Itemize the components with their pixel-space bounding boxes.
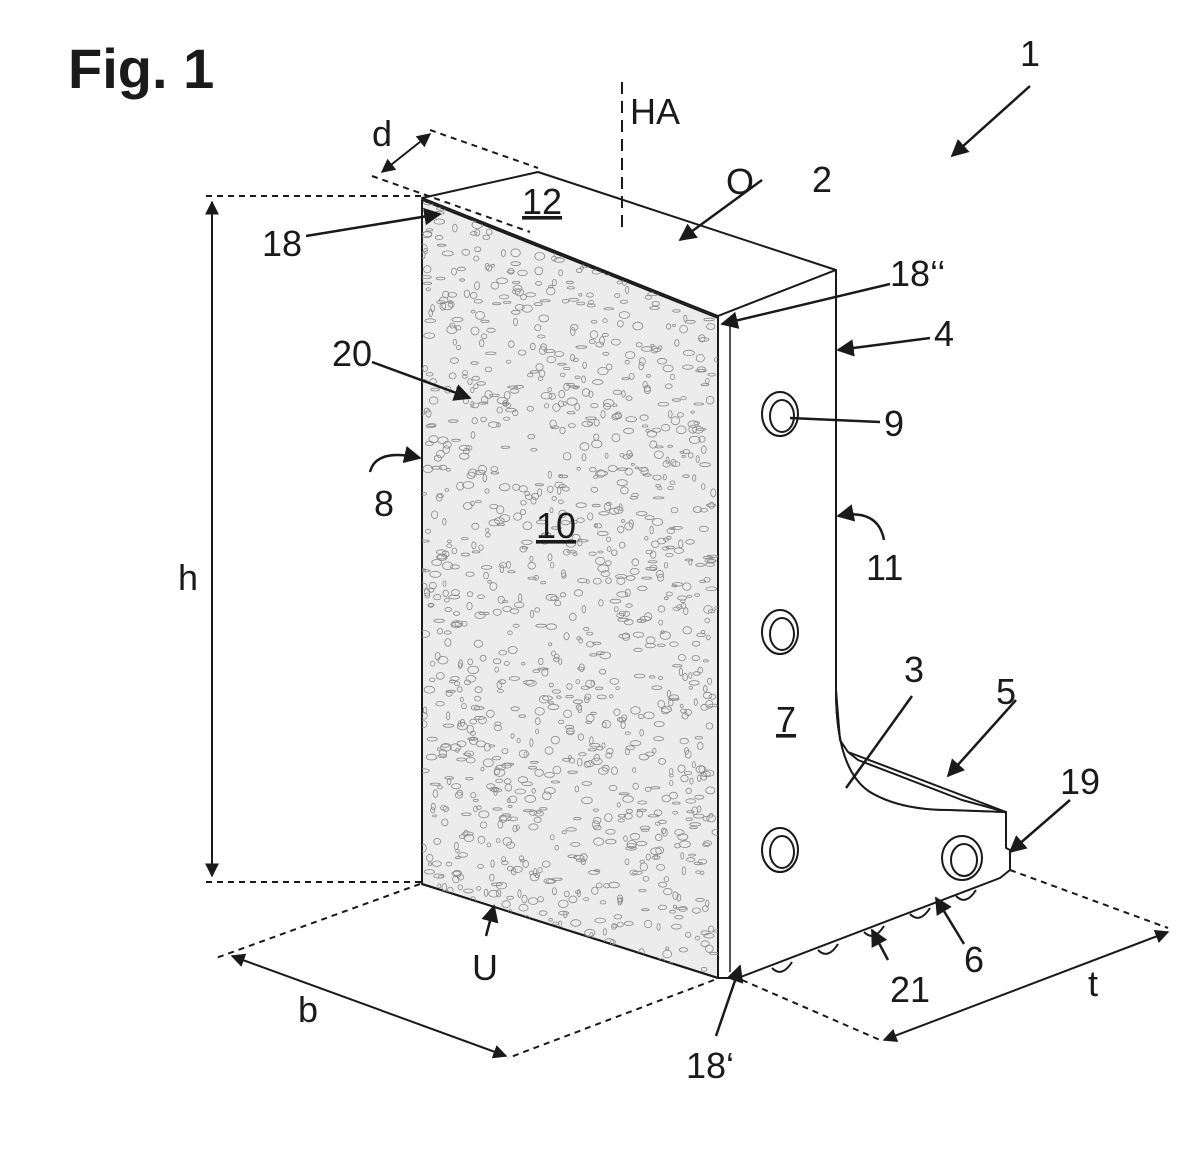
label-d: d	[372, 113, 392, 154]
figure-title: Fig. 1	[68, 37, 214, 100]
front-face	[422, 200, 718, 978]
label-6: 6	[964, 939, 984, 980]
label-18-prime: 18‘	[686, 1045, 734, 1086]
label-5: 5	[996, 671, 1016, 712]
label-b: b	[298, 989, 318, 1030]
hole-3	[762, 828, 798, 872]
hole-4	[942, 836, 982, 880]
label-19: 19	[1060, 761, 1100, 802]
label-18-double-prime: 18‘‘	[890, 253, 945, 294]
label-o: O	[726, 161, 754, 202]
hole-2	[762, 610, 798, 654]
label-3: 3	[904, 649, 924, 690]
label-12: 12	[522, 181, 562, 222]
label-h: h	[178, 557, 198, 598]
label-1: 1	[1020, 33, 1040, 74]
label-8: 8	[374, 483, 394, 524]
label-18: 18	[262, 223, 302, 264]
label-9: 9	[884, 403, 904, 444]
hole-1	[762, 392, 798, 436]
label-7: 7	[776, 699, 796, 740]
label-11: 11	[866, 547, 903, 588]
label-ha: HA	[630, 91, 680, 132]
label-4: 4	[934, 313, 954, 354]
label-10: 10	[536, 505, 576, 546]
label-21: 21	[890, 969, 930, 1010]
label-20: 20	[332, 333, 372, 374]
label-u: U	[472, 947, 498, 988]
label-t: t	[1088, 963, 1098, 1004]
dim-b-line	[232, 956, 506, 1056]
label-2: 2	[812, 159, 832, 200]
